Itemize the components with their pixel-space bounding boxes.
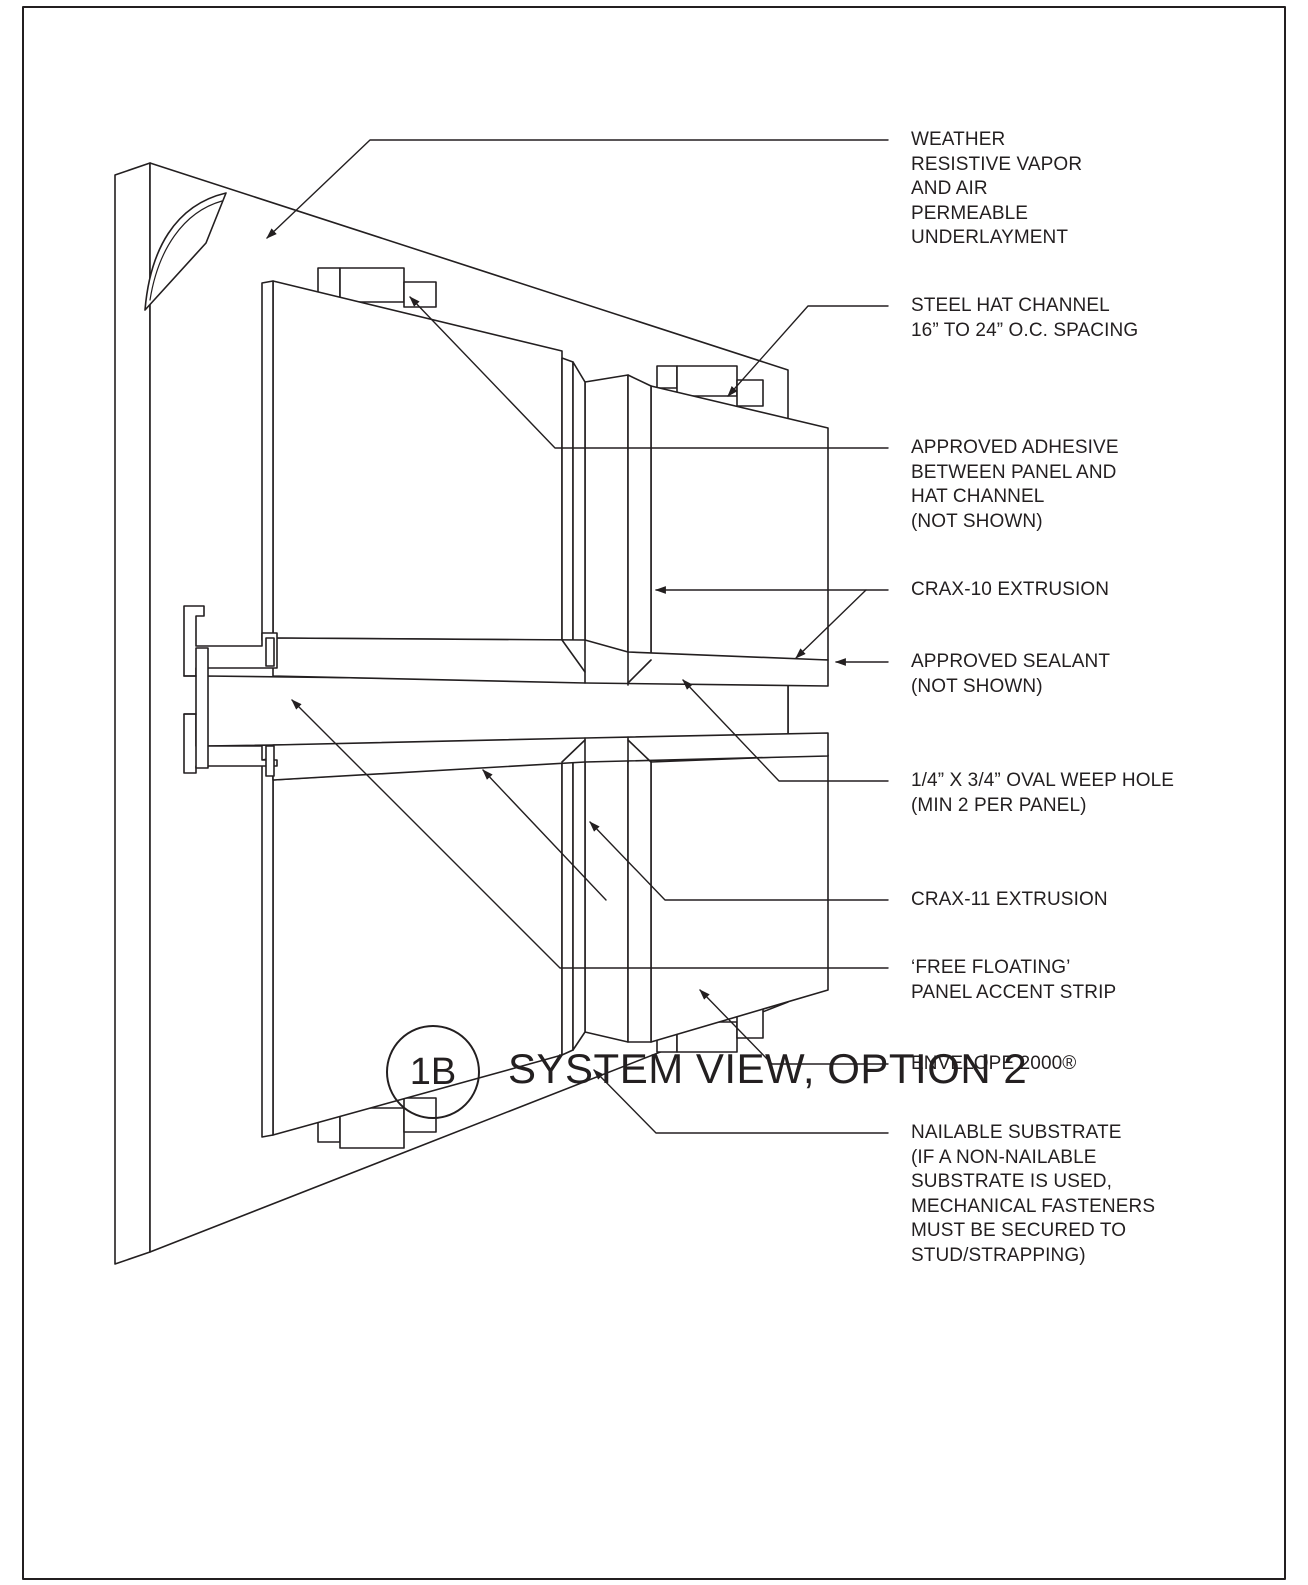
leader-lines — [266, 139, 889, 1134]
leader-envelope — [699, 989, 889, 1065]
callout-adhesive: APPROVED ADHESIVE BETWEEN PANEL AND HAT … — [911, 437, 1119, 532]
horizontal-extrusion-lower — [272, 732, 829, 781]
leader-crax10-b — [795, 589, 867, 659]
detail-tag: 1B — [409, 1050, 457, 1093]
callout-weep-hole: 1/4” X 3/4” OVAL WEEP HOLE (MIN 2 PER PA… — [911, 770, 1175, 816]
panel-lower-right — [650, 754, 829, 1043]
callout-underlayment: WEATHER RESISTIVE VAPOR AND AIR PERMEABL… — [911, 129, 1083, 248]
leader-hat-channel — [727, 305, 889, 397]
left-edge-trim — [261, 280, 274, 1138]
panel-upper-right — [650, 385, 829, 661]
horizontal-extrusion-upper — [272, 637, 829, 687]
extrusion-end-profile — [183, 605, 278, 777]
leader-crax11-a — [589, 821, 889, 901]
drawing-title: 1B SYSTEM VIEW, OPTION 2 — [386, 1025, 1086, 1123]
callout-accent-strip: ‘FREE FLOATING’ PANEL ACCENT STRIP — [911, 957, 1117, 1003]
leader-weep-hole — [682, 679, 889, 782]
callout-crax11: CRAX-11 EXTRUSION — [911, 889, 1108, 910]
leader-substrate — [593, 1069, 889, 1134]
callout-crax10: CRAX-10 EXTRUSION — [911, 579, 1110, 600]
callout-sealant: APPROVED SEALANT (NOT SHOWN) — [911, 651, 1111, 697]
leader-accent-strip — [291, 699, 889, 969]
sheet-border — [22, 6, 1286, 1580]
drawing-title-text: SYSTEM VIEW, OPTION 2 — [508, 1045, 1028, 1092]
leader-adhesive — [409, 296, 889, 449]
callout-hat-channel: STEEL HAT CHANNEL 16” TO 24” O.C. SPACIN… — [911, 295, 1139, 341]
hat-channel-upper-right — [656, 365, 764, 407]
detail-tag-circle: 1B — [386, 1025, 480, 1119]
callout-envelope: ENVELOPE 2000® — [911, 1053, 1077, 1074]
leader-crax11-b — [482, 769, 607, 901]
callout-substrate: NAILABLE SUBSTRATE (IF A NON-NAILABLE SU… — [911, 1122, 1156, 1266]
leader-underlayment — [266, 139, 889, 239]
